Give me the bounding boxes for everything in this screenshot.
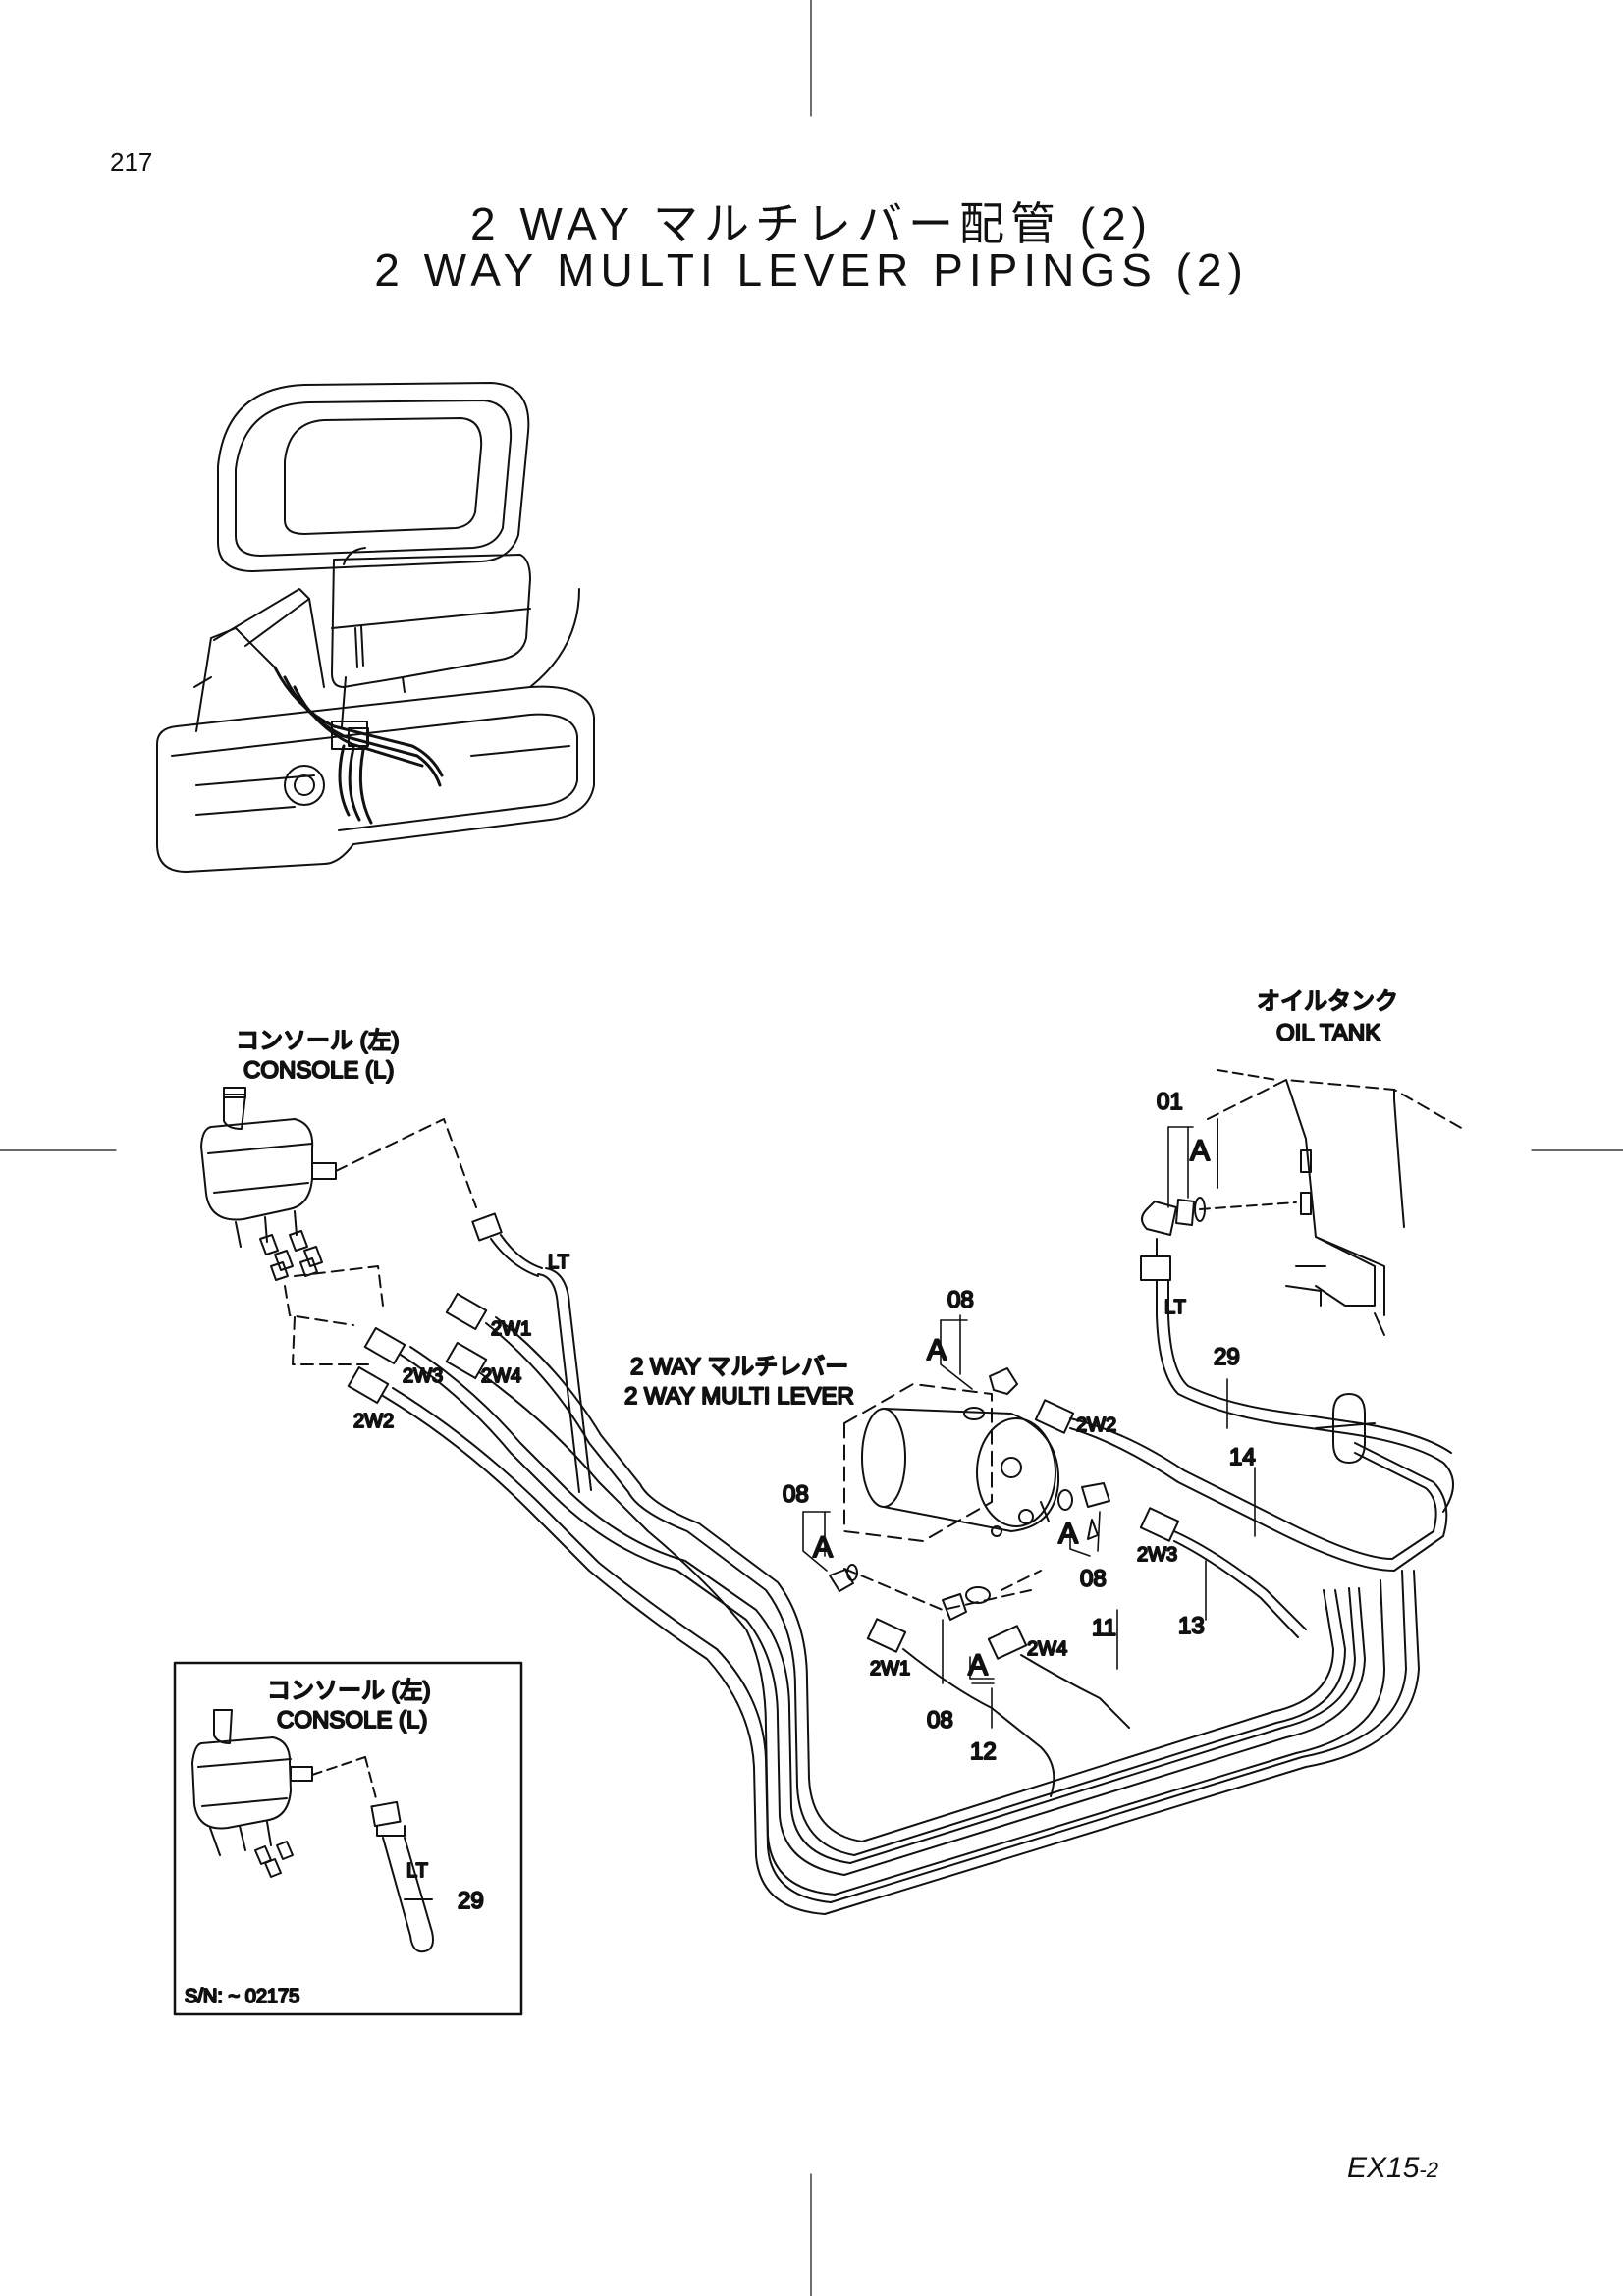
port-label-2w1-valve: 2W1 bbox=[870, 1658, 910, 1680]
part-number-29: 29 bbox=[1214, 1344, 1240, 1370]
inset-serial-number: S/N: ~ 02175 bbox=[185, 1986, 299, 2007]
port-label-2w4-valve: 2W4 bbox=[1027, 1638, 1067, 1660]
footer-suffix: -2 bbox=[1419, 2158, 1438, 2182]
footer-model: EX15 bbox=[1347, 2152, 1420, 2184]
inset-console-label-en: CONSOLE (L) bbox=[277, 1707, 427, 1734]
console-label-en: CONSOLE (L) bbox=[243, 1057, 394, 1084]
console-ports bbox=[259, 1230, 323, 1281]
part-number-08-right: 08 bbox=[1080, 1566, 1107, 1592]
inset-lt-label: LT bbox=[406, 1860, 428, 1882]
multi-lever-label-jp: 2 WAY マルチレバー bbox=[630, 1354, 848, 1380]
oil-tank-label-en: OIL TANK bbox=[1276, 1020, 1380, 1046]
inset-detail-box bbox=[173, 1661, 523, 2016]
title-english: 2 WAY MULTI LEVER PIPINGS (2) bbox=[374, 244, 1249, 295]
part-number-12: 12 bbox=[970, 1738, 997, 1765]
part-number-14: 14 bbox=[1229, 1444, 1256, 1470]
port-label-2w2-valve: 2W2 bbox=[1076, 1415, 1116, 1436]
footer-model-code: EX15-2 bbox=[1347, 2152, 1438, 2185]
inset-console-label-jp: コンソール (左) bbox=[267, 1678, 431, 1704]
inset-part-number-29: 29 bbox=[458, 1888, 484, 1914]
oil-tank bbox=[1140, 1069, 1464, 1513]
part-number-01: 01 bbox=[1157, 1089, 1183, 1115]
port-label-2w4-console: 2W4 bbox=[481, 1365, 521, 1387]
hose-bundle bbox=[382, 1267, 1420, 1915]
port-label-2w3-console: 2W3 bbox=[403, 1365, 443, 1387]
leader-lines bbox=[802, 1126, 1256, 1729]
port-label-2w1-console: 2W1 bbox=[491, 1318, 531, 1340]
oil-tank-label-jp: オイルタンク bbox=[1257, 988, 1398, 1015]
detail-a-label-tank: A bbox=[1190, 1135, 1210, 1167]
title-japanese: 2 WAY マルチレバー配管 (2) bbox=[470, 198, 1153, 249]
machine-overview-illustration bbox=[156, 382, 595, 873]
lt-label-console: LT bbox=[548, 1252, 569, 1273]
hose-fittings-console-side bbox=[347, 1212, 543, 1405]
multi-lever-valve bbox=[829, 1367, 1448, 1797]
detail-a-label-right: A bbox=[1058, 1518, 1078, 1550]
detail-a-label-left: A bbox=[813, 1531, 833, 1564]
port-label-2w2-console: 2W2 bbox=[353, 1411, 394, 1432]
part-number-08-lower: 08 bbox=[927, 1707, 953, 1734]
part-number-11: 11 bbox=[1092, 1615, 1116, 1641]
detail-a-label-upper: A bbox=[927, 1334, 947, 1366]
part-number-13: 13 bbox=[1178, 1613, 1205, 1639]
console-left-assembly bbox=[200, 1087, 477, 1365]
detail-a-label-lower: A bbox=[968, 1649, 988, 1682]
page-number: 217 bbox=[110, 147, 153, 177]
multi-lever-label-en: 2 WAY MULTI LEVER bbox=[624, 1383, 854, 1410]
console-label-jp: コンソール (左) bbox=[236, 1028, 400, 1054]
part-number-08-upper: 08 bbox=[947, 1287, 974, 1313]
part-number-08-left: 08 bbox=[783, 1481, 809, 1508]
lt-label-tank: LT bbox=[1164, 1297, 1186, 1318]
port-label-2w3-valve: 2W3 bbox=[1137, 1544, 1177, 1566]
